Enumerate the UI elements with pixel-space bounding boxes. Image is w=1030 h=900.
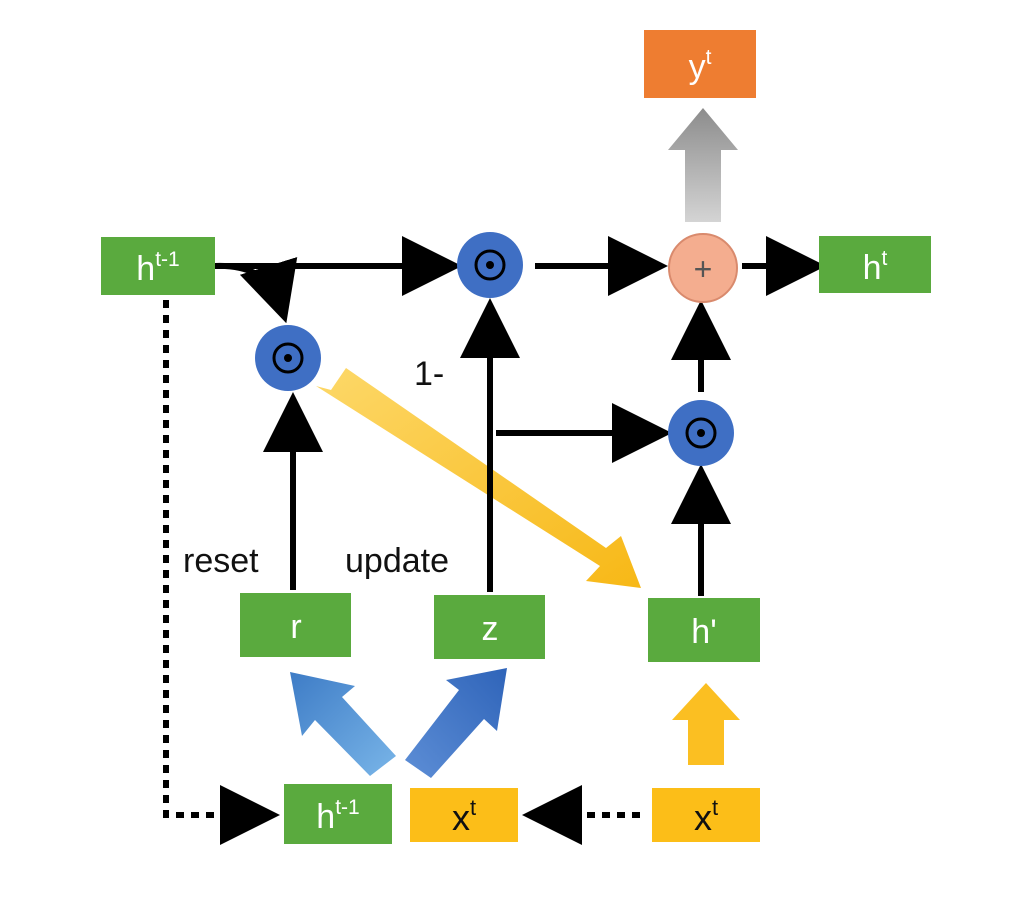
mult-right-node: [668, 400, 734, 466]
y-out-sup: t: [706, 46, 712, 69]
h-prev-bottom-sup: t-1: [335, 796, 360, 819]
z-gate-label: z: [482, 610, 499, 648]
mult-top-node: [457, 232, 523, 298]
h-prev-to-reset-mult-curve: [214, 256, 298, 324]
h-candidate-label: h': [691, 613, 716, 651]
h-prev-bottom-box: ht-1: [284, 784, 392, 844]
update-label: update: [345, 542, 449, 580]
output-gray-arrow: [668, 108, 738, 222]
h-prev-top-sup: t-1: [155, 248, 180, 271]
x-to-candidate-yellow-arrow: [672, 683, 740, 765]
svg-text:ht-1: ht-1: [316, 796, 359, 836]
svg-text:ht: ht: [863, 247, 888, 287]
inputs-to-update-blue-arrow: [405, 668, 507, 778]
r-gate-label: r: [290, 608, 301, 646]
h-candidate-box: h': [648, 598, 760, 662]
h-out-box: ht: [819, 236, 931, 293]
reset-to-candidate-yellow-arrow: [316, 368, 641, 588]
x-input-right-base: x: [694, 797, 712, 838]
svg-text:xt: xt: [694, 795, 718, 838]
x-input-right-sup: t: [712, 795, 718, 820]
x-input-left-box: xt: [410, 788, 518, 842]
h-out-base: h: [863, 249, 882, 287]
reset-label: reset: [183, 542, 259, 580]
one-minus-label: 1-: [414, 355, 444, 393]
inputs-to-reset-blue-arrow: [290, 672, 396, 776]
add-symbol: +: [694, 251, 713, 287]
y-out-base: y: [689, 48, 706, 86]
mult-reset-node: [255, 325, 321, 391]
x-input-right-box: xt: [652, 788, 760, 842]
h-out-sup: t: [882, 247, 888, 270]
z-gate-box: z: [434, 595, 545, 659]
h-prev-dotted-to-bottom-line: [163, 300, 280, 845]
add-node: +: [668, 233, 738, 303]
h-prev-top-box: ht-1: [101, 237, 215, 295]
svg-text:xt: xt: [452, 795, 476, 838]
x-input-left-sup: t: [470, 795, 476, 820]
svg-text:ht-1: ht-1: [136, 248, 179, 288]
x-input-left-base: x: [452, 797, 470, 838]
h-prev-bottom-base: h: [316, 798, 335, 836]
h-prev-top-base: h: [136, 250, 155, 288]
svg-text:yt: yt: [689, 46, 712, 86]
r-gate-box: r: [240, 593, 351, 657]
y-out-box: yt: [644, 30, 756, 98]
